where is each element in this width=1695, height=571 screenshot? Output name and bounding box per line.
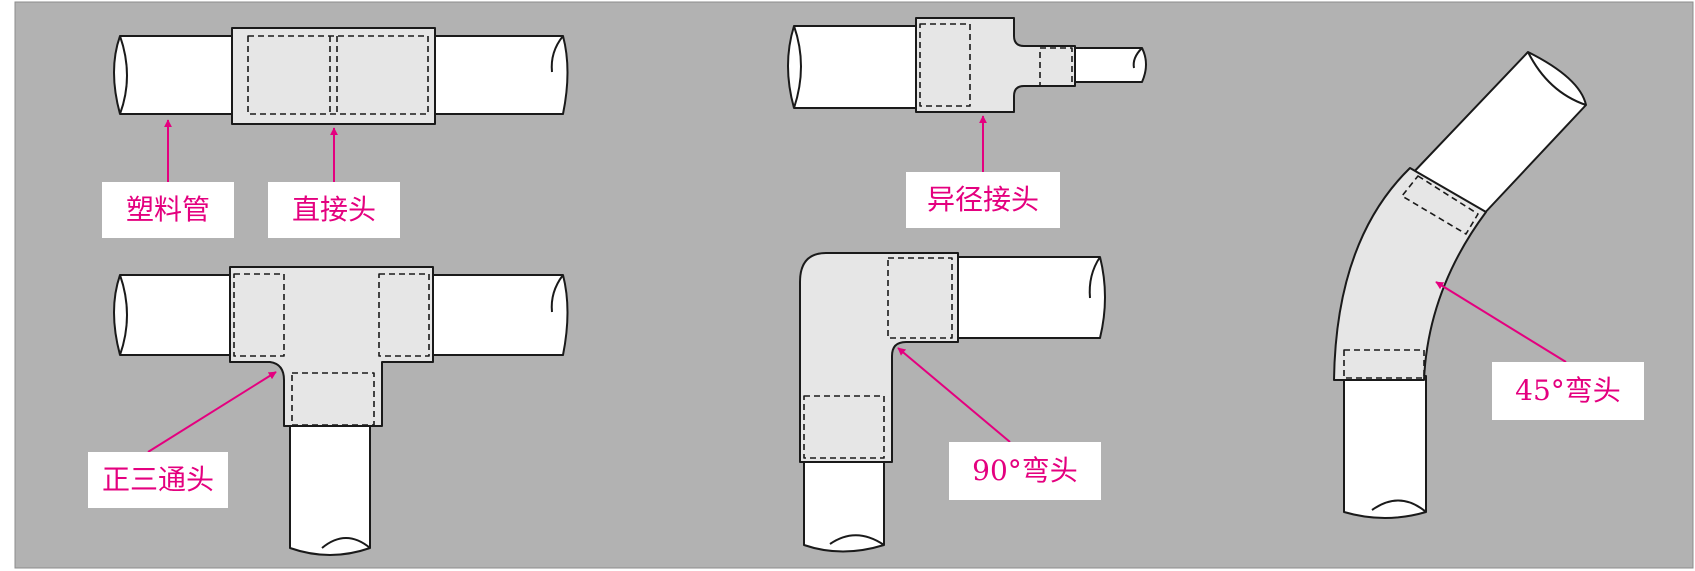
tee-body (229, 266, 434, 427)
label-equal-tee: 正三通头 (88, 452, 228, 508)
reducer-joint-body (915, 17, 1076, 113)
equal-tee-assembly (113, 266, 569, 556)
reducer-large-pipe (787, 25, 917, 109)
right-pipe (434, 35, 569, 115)
elbow90-body (799, 252, 959, 463)
label-elbow-45: 45°弯头 (1492, 362, 1644, 420)
elbow45-body (1333, 167, 1487, 381)
reducer-joint-assembly (787, 17, 1147, 113)
straight-joint-assembly (113, 27, 569, 125)
arrow-equal-tee (147, 371, 277, 453)
tee-left-pipe (113, 274, 233, 356)
elbow-45-assembly (1333, 51, 1587, 519)
tee-branch-pipe (289, 419, 371, 556)
elbow-90-assembly (799, 252, 1106, 553)
tee-right-pipe (431, 274, 569, 356)
left-pipe (113, 35, 233, 115)
label-elbow-90: 90°弯头 (949, 442, 1101, 500)
straight-joint-body (231, 27, 436, 125)
reducer-small-pipe (1072, 47, 1147, 83)
label-plastic-pipe: 塑料管 (102, 182, 234, 238)
label-reducer-joint: 异径接头 (906, 172, 1060, 228)
elbow45-lower-pipe (1343, 375, 1427, 519)
arrow-elbow-45 (1435, 281, 1567, 363)
label-straight-joint: 直接头 (268, 182, 400, 238)
elbow90-horizontal-pipe (957, 256, 1106, 339)
arrow-elbow-90 (897, 347, 1011, 443)
